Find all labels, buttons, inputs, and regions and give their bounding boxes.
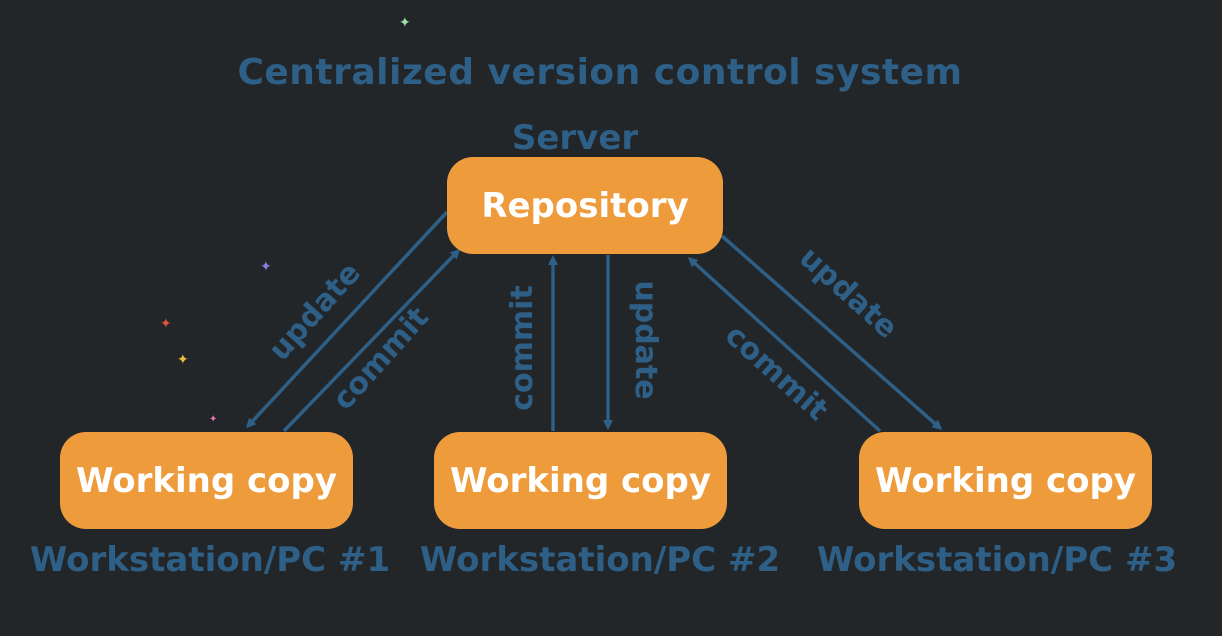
sparkle-icon: ✦	[160, 316, 172, 332]
workstation-label-3: Workstation/PC #3	[816, 540, 1178, 580]
label-pc2-commit: commit	[505, 285, 540, 411]
sparkle-icon: ✦	[260, 259, 272, 275]
working-copy-node-3: Working copy	[859, 432, 1152, 529]
label-pc1-commit: commit	[326, 300, 436, 417]
arrow-pc1-update	[245, 210, 449, 429]
diagram-title: Centralized version control system	[237, 52, 963, 93]
arrow-pc3-update	[720, 234, 943, 430]
sparkle-icon: ✦	[177, 352, 189, 368]
repository-node: Repository	[447, 157, 723, 254]
working-copy-node-1: Working copy	[60, 432, 353, 529]
working-copy-node-2: Working copy	[434, 432, 727, 529]
workstation-label-2: Workstation/PC #2	[419, 540, 781, 580]
server-label: Server	[511, 118, 639, 158]
arrow-pc3-commit	[687, 256, 882, 433]
arrow-pc1-commit	[282, 248, 461, 433]
workstation-label-1: Workstation/PC #1	[29, 540, 391, 580]
sparkle-icon: ✦	[399, 15, 411, 31]
label-pc2-update: update	[628, 280, 663, 399]
sparkle-icon: ✦	[209, 414, 218, 425]
label-pc3-update: update	[792, 240, 904, 346]
